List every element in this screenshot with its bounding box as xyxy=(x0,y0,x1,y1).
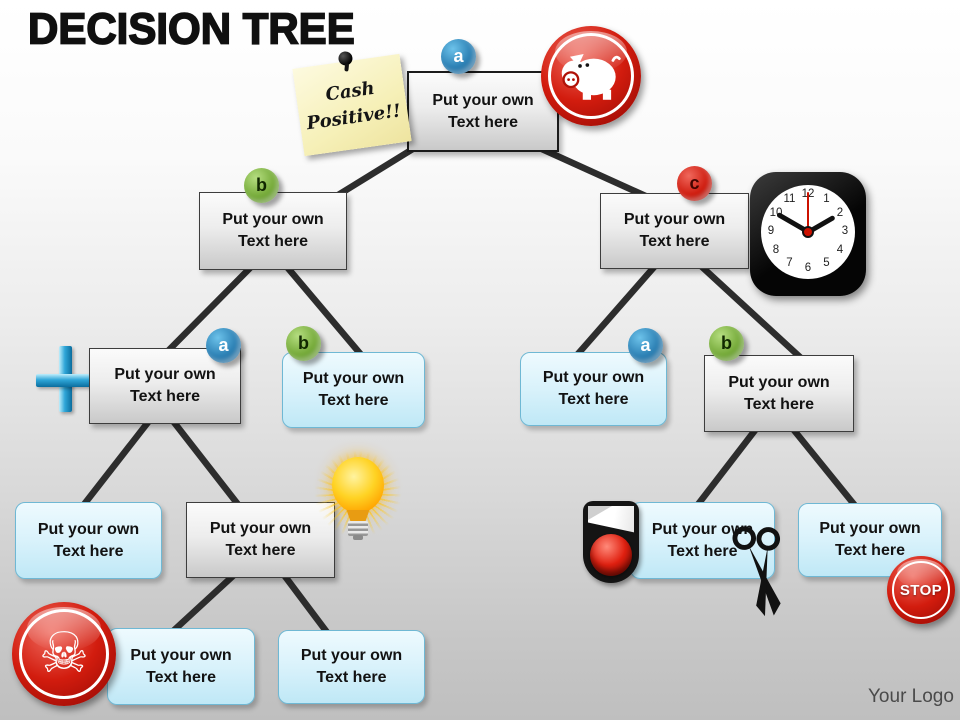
connector-line xyxy=(790,426,860,511)
connector-line xyxy=(693,427,759,509)
push-button-icon xyxy=(583,501,639,583)
tree-node-l2-left[interactable]: Put your own Text here xyxy=(199,192,347,270)
tree-node-root[interactable]: Put your own Text here xyxy=(407,71,559,152)
connector-line xyxy=(163,264,254,356)
clock-face: 1 2 3 4 5 6 7 8 9 10 11 12 xyxy=(761,185,855,279)
tree-node-l4-1[interactable]: Put your own Text here xyxy=(15,502,162,579)
piggy-pig xyxy=(561,54,621,100)
skull-glyph: ☠ xyxy=(38,621,90,686)
node-text-line2: Text here xyxy=(744,395,814,413)
node-text-line2: Text here xyxy=(639,233,710,250)
clock-number: 3 xyxy=(841,225,849,237)
clock-number: 6 xyxy=(804,262,812,274)
node-text-line1: Put your own xyxy=(300,647,403,664)
bulb-tip xyxy=(353,535,363,540)
node-text-line2: Text here xyxy=(835,542,905,559)
skull-icon: ☠ xyxy=(12,602,116,706)
connector-line xyxy=(168,572,237,636)
node-text-line1: Put your own xyxy=(728,373,830,391)
connector-line xyxy=(574,263,658,358)
node-text-line1: Put your own xyxy=(651,520,754,538)
clock-number: 1 xyxy=(823,193,830,205)
tree-node-l3-1[interactable]: Put your own Text here xyxy=(89,348,241,424)
tree-node-l3-2[interactable]: Put your own Text here xyxy=(282,352,425,428)
sticky-note: Cash Positive!! xyxy=(292,50,412,157)
connector-line xyxy=(79,419,152,509)
node-text-line2: Text here xyxy=(53,542,124,560)
badge-a-l3-1: a xyxy=(206,328,241,363)
connector-line xyxy=(170,419,243,509)
node-text-line1: Put your own xyxy=(114,366,216,383)
tree-node-l3-4[interactable]: Put your own Text here xyxy=(704,355,854,432)
node-text-line1: Put your own xyxy=(37,520,140,538)
node-text-line1: Put your own xyxy=(432,91,534,109)
clock-number: 2 xyxy=(836,206,844,219)
badge-a-l3-3: a xyxy=(628,328,663,363)
bulb-glass xyxy=(332,457,384,513)
clock-number: 11 xyxy=(783,193,796,205)
slide-title: DECISION TREE xyxy=(27,3,355,54)
node-text-line2: Text here xyxy=(558,391,629,408)
piggy-bank-icon xyxy=(541,26,641,126)
node-text-line2: Text here xyxy=(316,669,387,686)
tree-node-l4-2[interactable]: Put your own Text here xyxy=(186,502,335,578)
node-text-line1: Put your own xyxy=(623,211,726,228)
logo-text: Your Logo xyxy=(868,686,954,707)
node-text-line2: Text here xyxy=(448,113,518,131)
clock-number: 4 xyxy=(836,243,844,256)
badge-a-root: a xyxy=(441,39,476,74)
node-text-line2: Text here xyxy=(130,388,200,405)
node-text-line2: Text here xyxy=(146,668,216,686)
clock-number: 9 xyxy=(767,225,775,237)
tree-node-l2-right[interactable]: Put your own Text here xyxy=(600,193,749,269)
connector-line xyxy=(284,264,366,360)
badge-c-l2-right: c xyxy=(677,166,712,201)
node-text-line2: Text here xyxy=(318,392,389,409)
node-text-line1: Put your own xyxy=(819,520,921,537)
bulb-neck xyxy=(346,510,370,522)
clock-number: 7 xyxy=(786,257,793,269)
plus-icon xyxy=(36,346,96,414)
stop-sign-icon: STOP xyxy=(887,556,955,624)
clock-center-dot xyxy=(802,226,814,238)
scissors-icon xyxy=(732,526,781,617)
badge-b-l2-left: b xyxy=(244,168,279,203)
node-text-line2: Text here xyxy=(667,542,738,560)
badge-b-l3-4: b xyxy=(709,326,744,361)
node-text-line1: Put your own xyxy=(302,370,405,387)
clock-number: 5 xyxy=(823,257,830,269)
clock-second-hand xyxy=(807,192,809,232)
node-text-line1: Put your own xyxy=(209,520,312,537)
tree-node-l5-2[interactable]: Put your own Text here xyxy=(278,630,425,704)
node-text-line2: Text here xyxy=(238,233,308,250)
tree-node-l3-3[interactable]: Put your own Text here xyxy=(520,352,667,426)
push-button-red-ball xyxy=(590,534,632,576)
connector-line xyxy=(281,573,332,637)
node-text-line2: Text here xyxy=(225,542,296,559)
node-text-line1: Put your own xyxy=(222,211,324,228)
bulb-screw-base xyxy=(348,521,368,536)
connector-line xyxy=(531,142,652,201)
clock-number: 8 xyxy=(772,243,780,256)
node-text-line1: Put your own xyxy=(542,369,645,386)
clock-icon: 1 2 3 4 5 6 7 8 9 10 11 12 xyxy=(750,172,866,296)
node-text-line1: Put your own xyxy=(130,646,232,664)
connector-line xyxy=(328,144,418,203)
tree-node-l5-1[interactable]: Put your own Text here xyxy=(107,628,255,705)
connector-line xyxy=(698,263,804,361)
badge-b-l3-2: b xyxy=(286,326,321,361)
light-bulb-icon xyxy=(308,444,408,579)
plus-horizontal-bar xyxy=(36,374,94,387)
stop-label: STOP xyxy=(899,581,943,599)
